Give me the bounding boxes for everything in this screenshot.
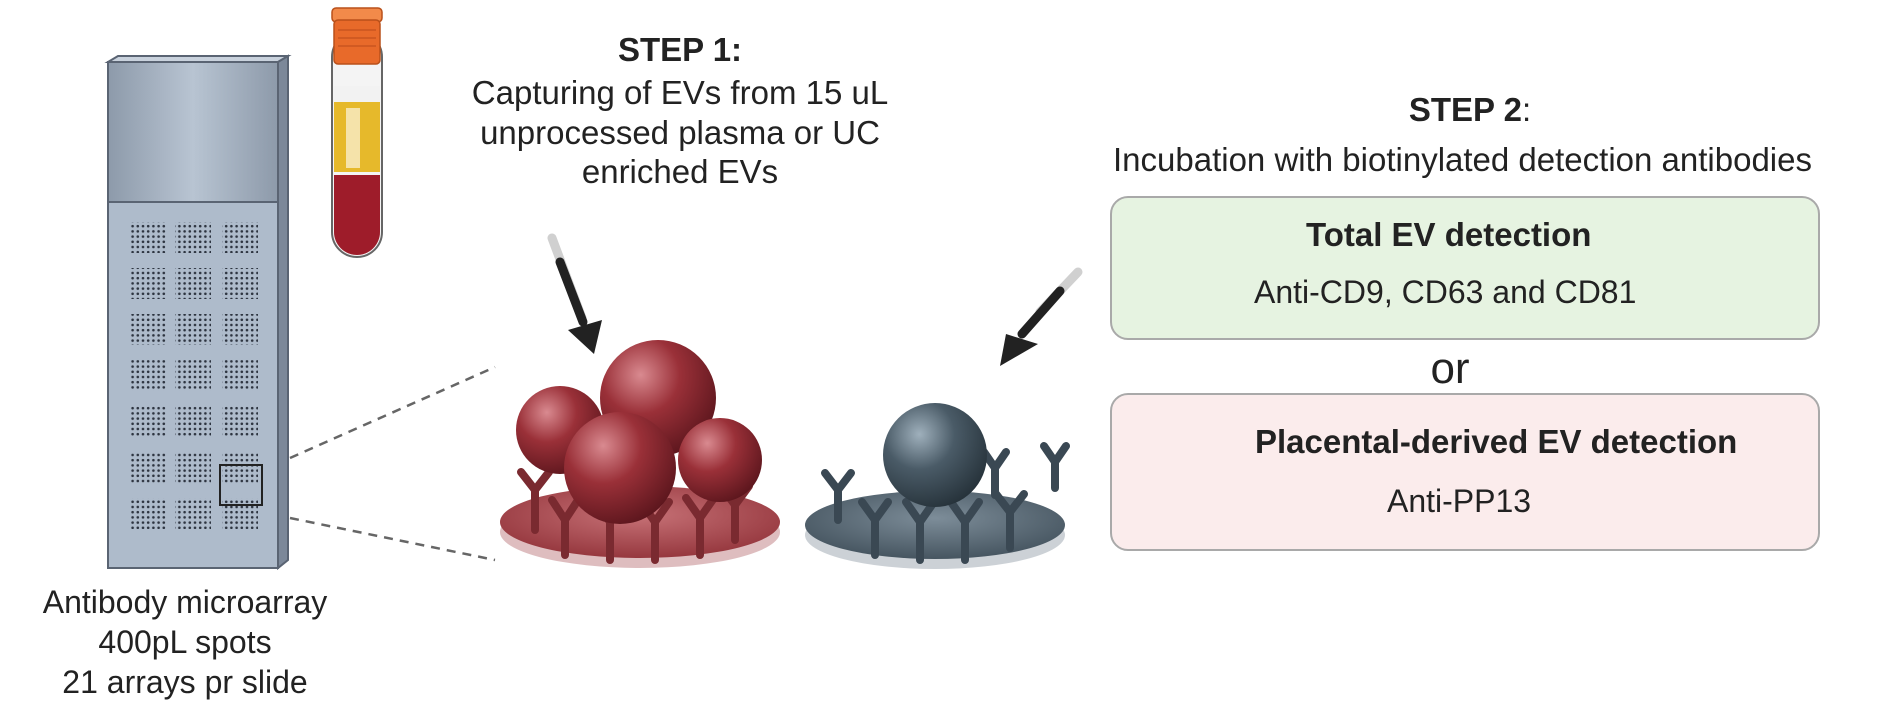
dark-capture-antibodies	[821, 442, 1070, 564]
array-spots	[222, 314, 258, 345]
placental-ev-title: Placental-derived EV detection	[1255, 423, 1738, 460]
or-label: or	[1430, 344, 1470, 393]
array-spots	[175, 406, 211, 437]
microarray-line: 400pL spots	[98, 624, 272, 660]
array-spots	[222, 452, 258, 483]
array-spots	[222, 222, 258, 253]
microarray-caption: Antibody microarray 400pL spots 21 array…	[0, 582, 370, 702]
array-spots	[130, 268, 166, 299]
step2-arrow	[1000, 267, 1083, 366]
step1-line: unprocessed plasma or UC	[480, 113, 880, 151]
step1-description: Capturing of EVs from 15 uL unprocessed …	[420, 73, 940, 192]
array-spots	[175, 222, 211, 253]
array-spots	[130, 498, 166, 529]
step1-title: STEP 1:	[617, 31, 743, 68]
array-spots	[175, 360, 211, 391]
array-spots	[175, 452, 211, 483]
step2-heading: STEP 2:	[1350, 90, 1590, 130]
array-spots	[175, 498, 211, 529]
selected-array-outline	[219, 464, 263, 506]
step2-title-colon: :	[1521, 91, 1532, 128]
dark-ev-capture-scene	[805, 403, 1070, 569]
array-spot-grid	[130, 222, 258, 529]
microarray-line: Antibody microarray	[42, 584, 328, 620]
step1-line: Capturing of EVs from 15 uL	[471, 74, 889, 111]
microarray-slide	[104, 54, 292, 571]
ev-sphere	[678, 418, 762, 502]
array-spots	[130, 360, 166, 391]
array-spots	[175, 314, 211, 345]
ev-sphere	[564, 412, 676, 524]
total-ev-antibodies: Anti-CD9, CD63 and CD81	[1254, 274, 1637, 310]
microarray-line: 21 arrays pr slide	[62, 664, 308, 700]
total-ev-title: Total EV detection	[1306, 216, 1592, 253]
array-spots	[222, 498, 258, 529]
placental-ev-antibody: Anti-PP13	[1387, 483, 1532, 519]
array-spots	[130, 452, 166, 483]
zoom-line-top	[289, 365, 496, 460]
placental-ev-detection-box: Placental-derived EV detection Anti-PP13	[1110, 393, 1820, 551]
step2-subtitle: Incubation with biotinylated detection a…	[1113, 141, 1812, 178]
array-spots	[130, 406, 166, 437]
array-spots	[130, 222, 166, 253]
red-ev-capture-scene	[500, 340, 780, 568]
step1-line: enriched EVs	[581, 153, 779, 191]
step1-arrow	[547, 233, 602, 354]
array-spots	[222, 360, 258, 391]
blood-tube-icon	[331, 7, 383, 258]
array-spots	[222, 268, 258, 299]
array-spots	[175, 268, 211, 299]
zoom-line-bottom	[289, 516, 496, 562]
array-spots	[130, 314, 166, 345]
array-spots	[222, 406, 258, 437]
ev-sphere	[883, 403, 987, 507]
step2-title: STEP 2	[1408, 91, 1522, 128]
total-ev-detection-box: Total EV detection Anti-CD9, CD63 and CD…	[1110, 196, 1820, 340]
